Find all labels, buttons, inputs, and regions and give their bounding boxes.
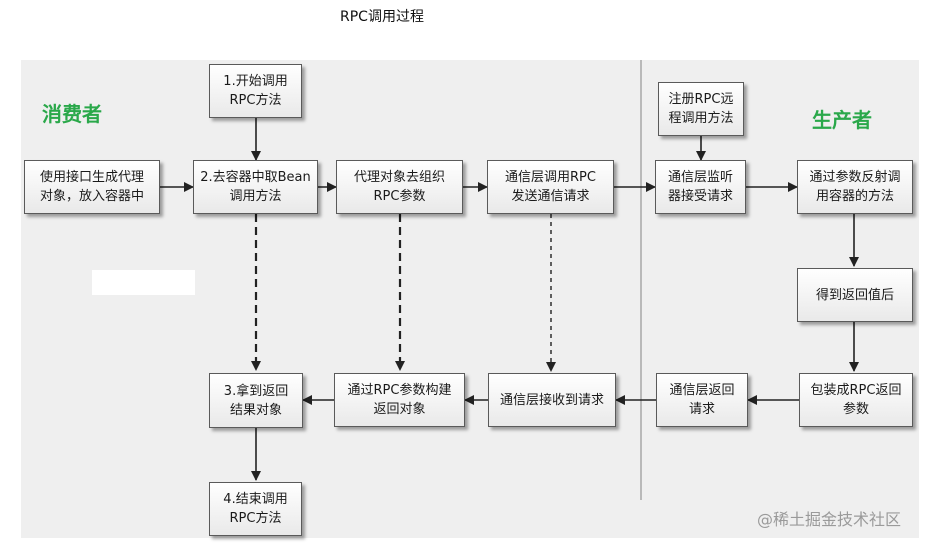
box-proxy-generate: 使用接口生成代理 对象，放入容器中	[24, 160, 160, 214]
box-get-return-text: 得到返回值后	[815, 287, 894, 303]
box-reflect-text: 通过参数反射调 用容器的方法	[809, 170, 901, 204]
box-comm-send: 通信层调用RPC 发送通信请求	[487, 160, 614, 214]
consumer-producer-divider	[640, 60, 642, 500]
box-proxy-organize: 代理对象去组织 RPC参数	[336, 160, 463, 214]
box-proxy-generate-text: 使用接口生成代理 对象，放入容器中	[39, 170, 144, 204]
diagram-title: RPC调用过程	[340, 9, 424, 25]
blank-patch	[92, 270, 195, 295]
box-listen-text: 通信层监听 器接受请求	[667, 170, 733, 204]
watermark: @稀土掘金技术社区	[757, 510, 902, 529]
box-pack-text: 包装成RPC返回 参数	[810, 383, 902, 417]
box-get-bean-text: 2.去容器中取Bean 调用方法	[200, 170, 311, 204]
box-end-call-text: 4.结束调用 RPC方法	[223, 492, 288, 526]
box-listen: 通信层监听 器接受请求	[655, 160, 746, 214]
box-comm-return-text: 通信层返回 请求	[669, 383, 735, 417]
box-comm-return: 通信层返回 请求	[656, 373, 748, 427]
consumer-label: 消费者	[42, 102, 102, 126]
diagram-panel	[21, 60, 919, 538]
box-get-result-text: 3.拿到返回 结果对象	[223, 383, 289, 418]
box-build-return-text: 通过RPC参数构建 返回对象	[347, 383, 452, 417]
box-build-return: 通过RPC参数构建 返回对象	[334, 373, 465, 427]
box-comm-receive: 通信层接收到请求	[488, 373, 616, 427]
box-register-text: 注册RPC远 程调用方法	[668, 92, 734, 126]
box-start-call: 1.开始调用 RPC方法	[209, 64, 302, 118]
box-get-return: 得到返回值后	[797, 268, 913, 322]
box-comm-receive-text: 通信层接收到请求	[499, 392, 604, 408]
box-get-result: 3.拿到返回 结果对象	[209, 373, 303, 428]
box-reflect: 通过参数反射调 用容器的方法	[797, 160, 913, 214]
box-end-call: 4.结束调用 RPC方法	[209, 482, 302, 536]
box-comm-send-text: 通信层调用RPC 发送通信请求	[505, 170, 596, 204]
box-start-call-text: 1.开始调用 RPC方法	[223, 74, 288, 108]
box-proxy-organize-text: 代理对象去组织 RPC参数	[353, 170, 445, 204]
box-pack: 包装成RPC返回 参数	[799, 373, 913, 427]
producer-label: 生产者	[812, 108, 872, 132]
box-get-bean: 2.去容器中取Bean 调用方法	[193, 160, 318, 214]
box-register: 注册RPC远 程调用方法	[658, 82, 744, 136]
